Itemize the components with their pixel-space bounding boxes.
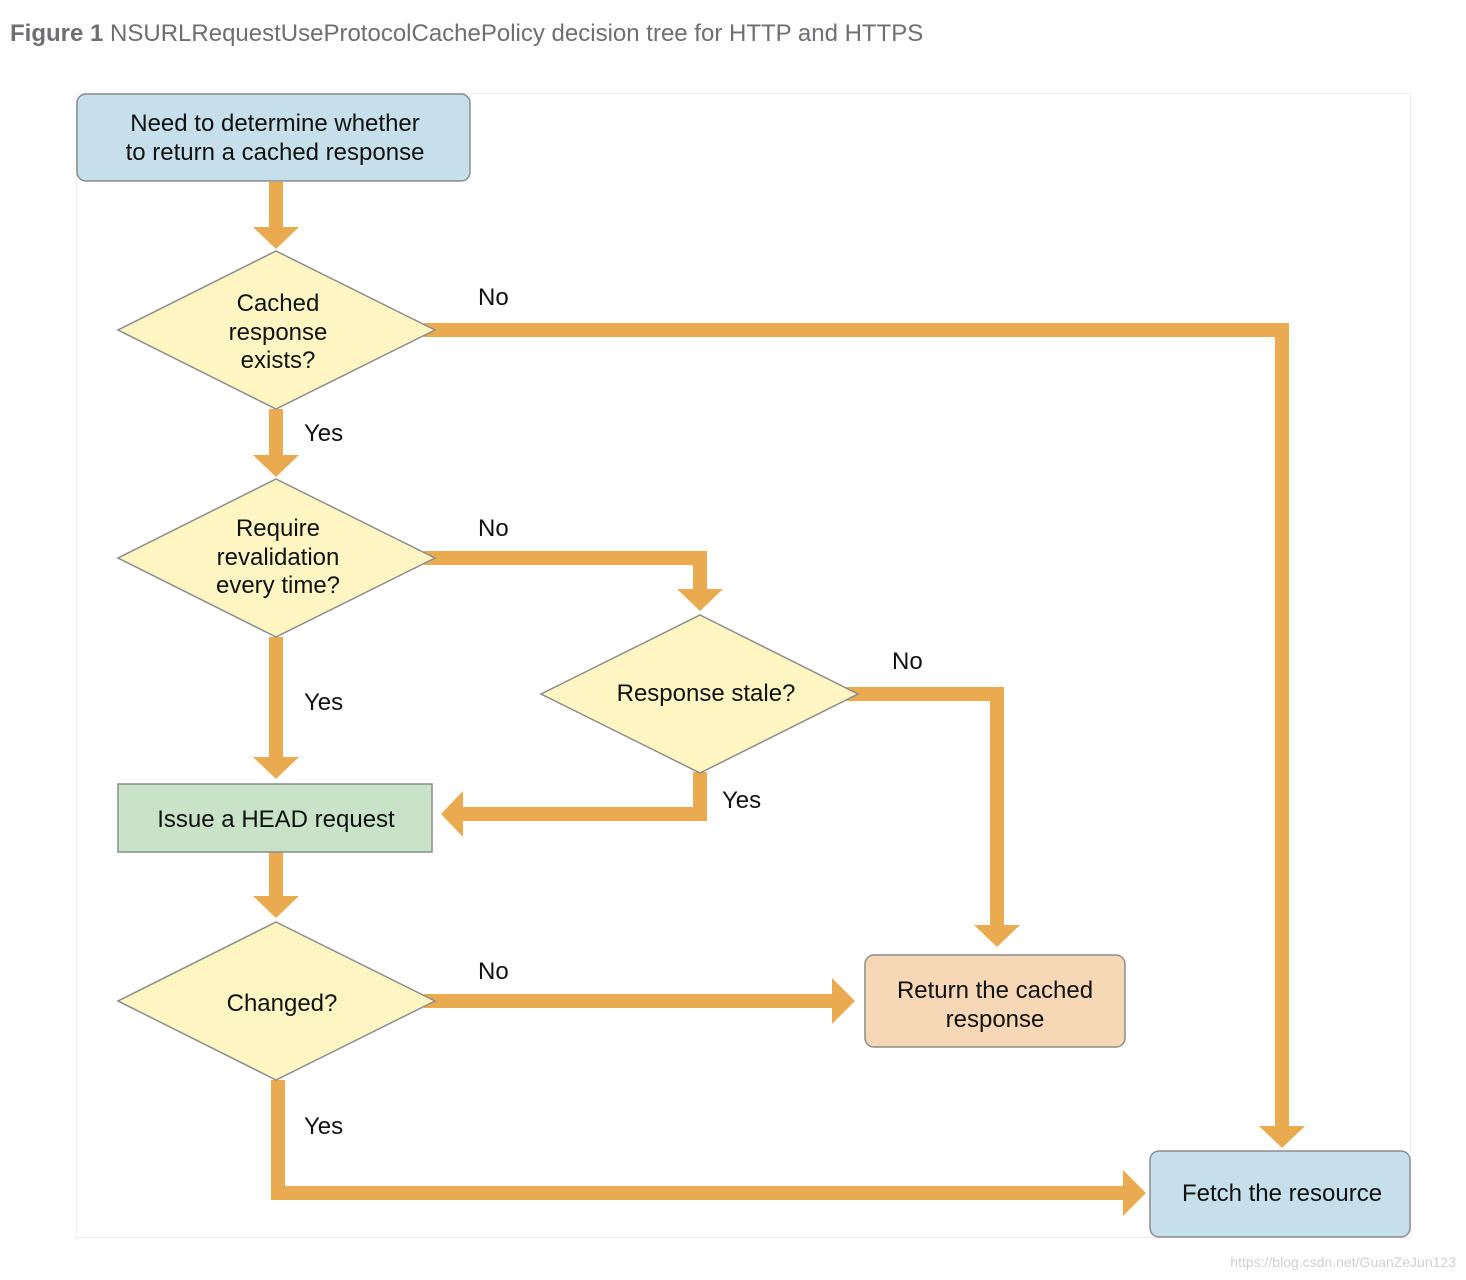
arrowhead <box>253 455 299 477</box>
decision-cached-line-1: Cached <box>237 290 320 317</box>
edge-label-revalidate-no: No <box>478 515 509 542</box>
edge-label-cached-no: No <box>478 284 509 311</box>
decision-require-revalidation: Require revalidation every time? <box>116 478 437 638</box>
decision-response-stale: Response stale? <box>539 614 860 774</box>
edge-label-revalidate-yes: Yes <box>304 689 343 716</box>
diagram-frame <box>76 93 1411 1238</box>
decision-changed: Changed? <box>116 921 437 1081</box>
arrow-cached-no-to-fetch <box>424 323 1289 1128</box>
node-return-cached-line-1: Return the cached <box>897 977 1093 1004</box>
arrowhead <box>253 896 299 918</box>
edge-label-changed-yes: Yes <box>304 1113 343 1140</box>
figure-label: Figure 1 <box>10 20 104 47</box>
edge-label-changed-no: No <box>478 958 509 985</box>
decision-cached-line-2: response <box>229 319 328 346</box>
arrow-stale-yes-to-head <box>462 772 707 821</box>
decision-revalidate-line-2: revalidation <box>217 544 340 571</box>
watermark: https://blog.csdn.net/GuanZeJun123 <box>1230 1254 1456 1270</box>
connectors <box>253 182 1305 1216</box>
node-start: Need to determine whether to return a ca… <box>76 93 471 182</box>
arrowhead <box>1259 1126 1305 1148</box>
arrowhead <box>677 589 723 611</box>
arrowhead <box>253 227 299 249</box>
node-start-line-1: Need to determine whether <box>130 110 420 137</box>
node-return-cached-line-2: response <box>946 1006 1045 1033</box>
arrow-changed-yes-to-fetch <box>271 1080 1124 1200</box>
decision-stale-line-1: Response stale? <box>617 680 796 707</box>
node-return-cached: Return the cached response <box>864 954 1126 1048</box>
node-head-request: Issue a HEAD request <box>117 783 433 853</box>
node-head-line-1: Issue a HEAD request <box>157 806 395 833</box>
arrowhead <box>974 925 1020 947</box>
edge-label-cached-yes: Yes <box>304 420 343 447</box>
decision-revalidate-line-1: Require <box>236 515 320 542</box>
node-fetch-line-1: Fetch the resource <box>1182 1180 1382 1207</box>
edge-label-stale-yes: Yes <box>722 787 761 814</box>
node-fetch: Fetch the resource <box>1149 1150 1411 1238</box>
decision-revalidate-line-3: every time? <box>216 572 340 599</box>
edge-label-stale-no: No <box>892 648 923 675</box>
figure-caption: Figure 1 NSURLRequestUseProtocolCachePol… <box>10 20 923 48</box>
arrowhead <box>1123 1170 1146 1216</box>
figure-title: NSURLRequestUseProtocolCachePolicy decis… <box>110 20 924 47</box>
node-start-line-2: to return a cached response <box>126 139 425 166</box>
arrow-stale-no-to-cached <box>846 687 1004 926</box>
decision-changed-line-1: Changed? <box>227 990 338 1017</box>
decision-cached-exists: Cached response exists? <box>116 250 437 410</box>
arrowhead <box>441 791 463 837</box>
arrow-revalidate-no-to-stale <box>424 551 707 590</box>
arrowhead <box>253 757 299 779</box>
arrowhead <box>832 978 855 1024</box>
decision-cached-line-3: exists? <box>241 347 316 374</box>
